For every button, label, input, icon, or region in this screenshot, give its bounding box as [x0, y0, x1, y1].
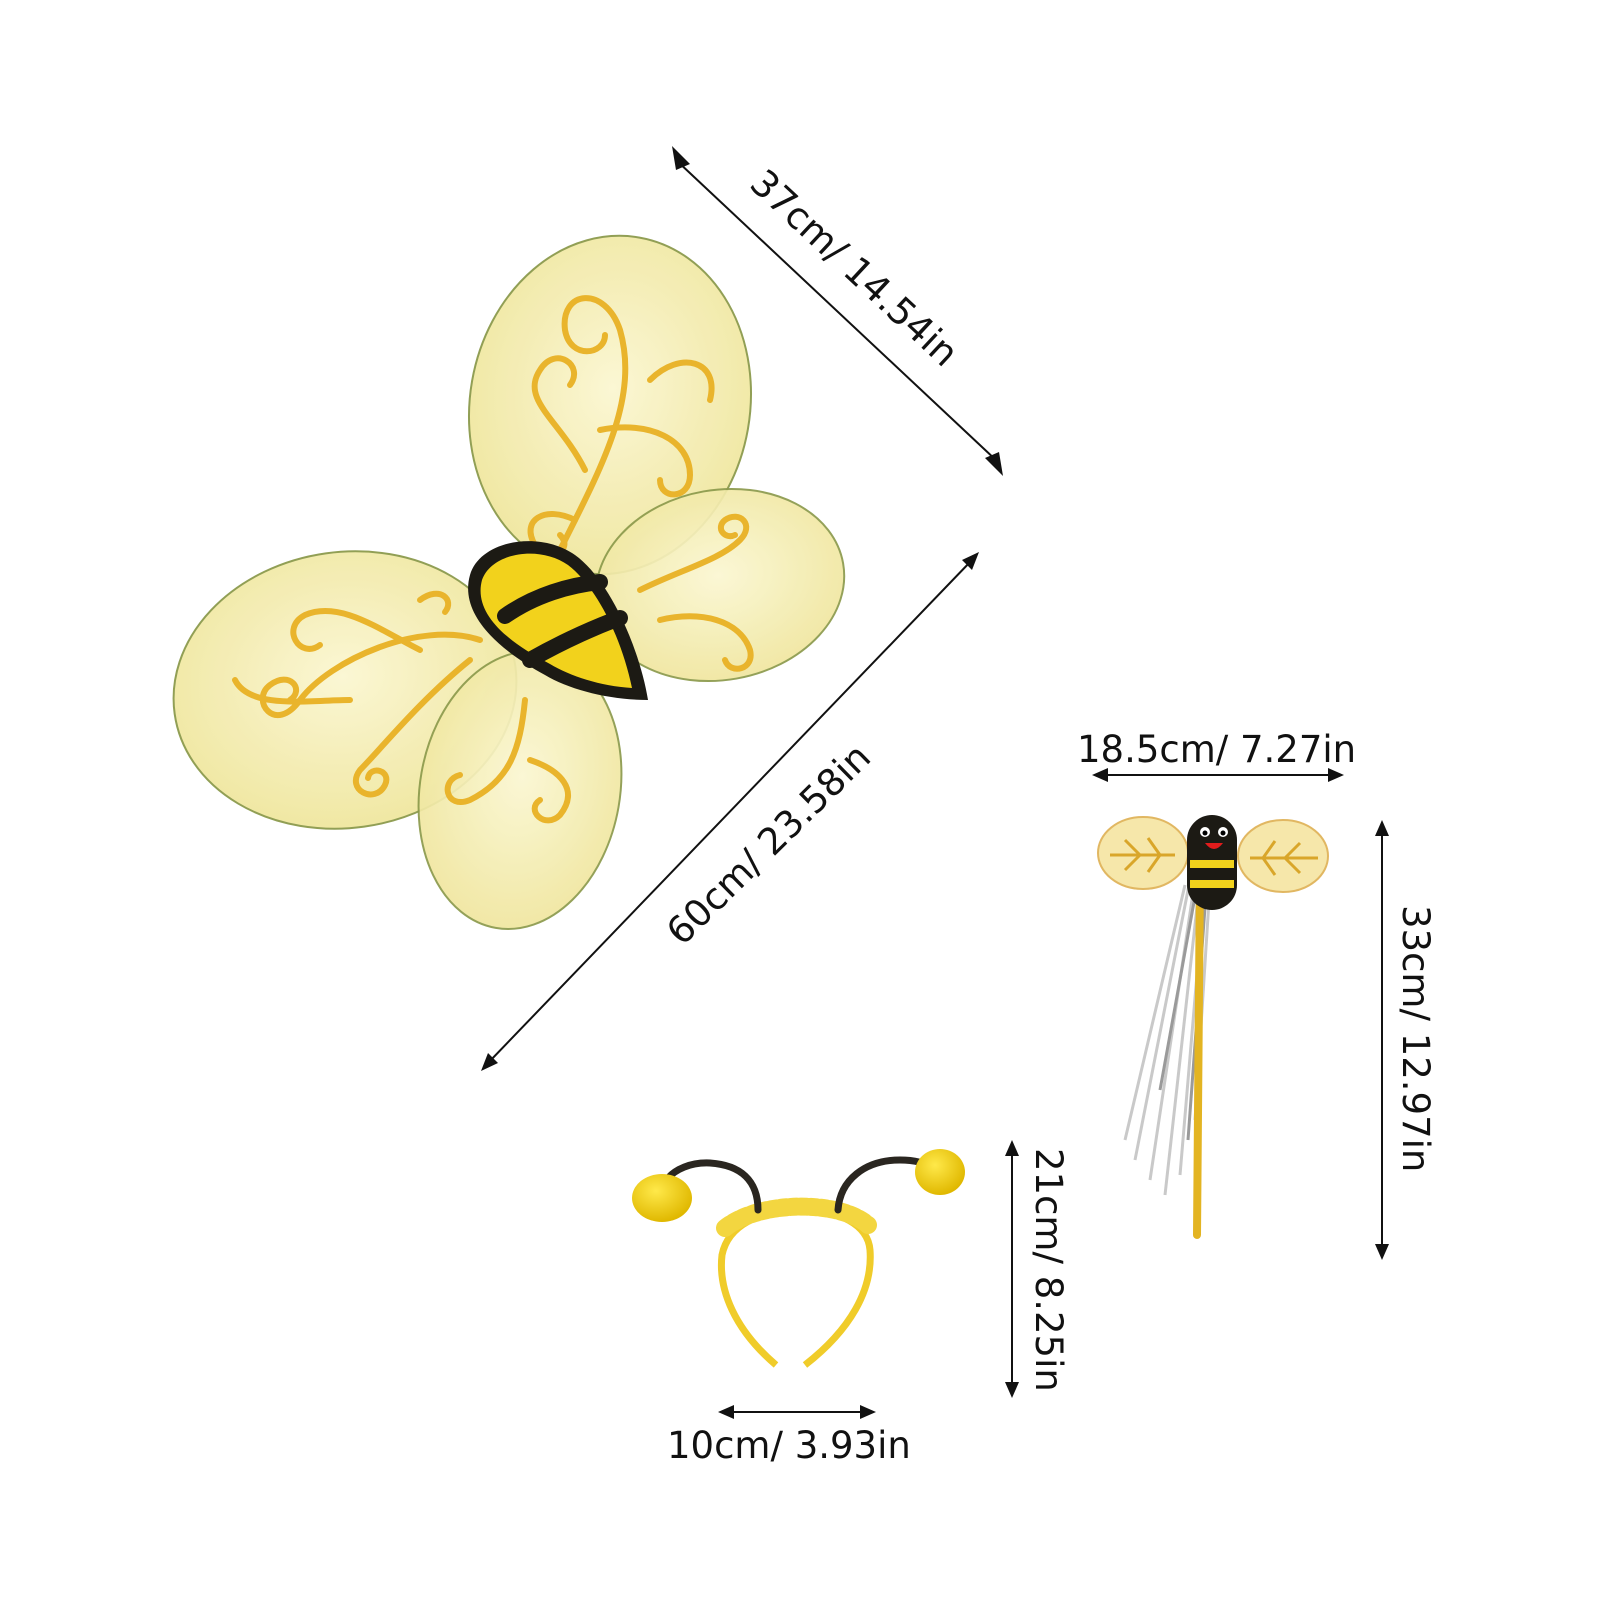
headband-band: [717, 1206, 874, 1368]
wand-wing-left: [1097, 816, 1189, 890]
dimension-label-wand-width: 18.5cm/ 7.27in: [1077, 728, 1356, 771]
antenna-left: [664, 1159, 762, 1214]
antenna-pom-left: [632, 1174, 692, 1222]
dimension-headband-height: 21cm/ 8.25in: [1005, 1140, 1070, 1398]
dimension-label-headband-height: 21cm/ 8.25in: [1027, 1148, 1070, 1392]
dimension-headband-width: 10cm/ 3.93in: [667, 1405, 911, 1467]
dimension-wand-width: 18.5cm/ 7.27in: [1077, 728, 1356, 782]
dimension-label-wings-width: 37cm/ 14.54in: [742, 161, 967, 375]
dimension-label-headband-width: 10cm/ 3.93in: [667, 1424, 911, 1467]
wand-wing-right: [1237, 819, 1329, 893]
bee-wings: [172, 234, 846, 930]
dimension-wand-height: 33cm/ 12.97in: [1375, 820, 1437, 1260]
wand-bee-mouth: [1205, 843, 1223, 849]
antenna-pom-right: [915, 1149, 965, 1195]
antenna-headband: [632, 1149, 965, 1368]
glitter-swirls: [232, 295, 754, 824]
wand-stick: [1193, 866, 1204, 1239]
bee-stripe: [497, 574, 608, 624]
bee-wand: [1097, 815, 1329, 1239]
bee-stripe: [522, 610, 628, 668]
dimension-label-wings-span: 60cm/ 23.58in: [658, 735, 879, 953]
headband-fluff: [716, 1197, 877, 1237]
bee-body: [468, 541, 648, 700]
wand-bee: [1187, 815, 1237, 910]
dimension-label-wand-height: 33cm/ 12.97in: [1394, 905, 1437, 1172]
